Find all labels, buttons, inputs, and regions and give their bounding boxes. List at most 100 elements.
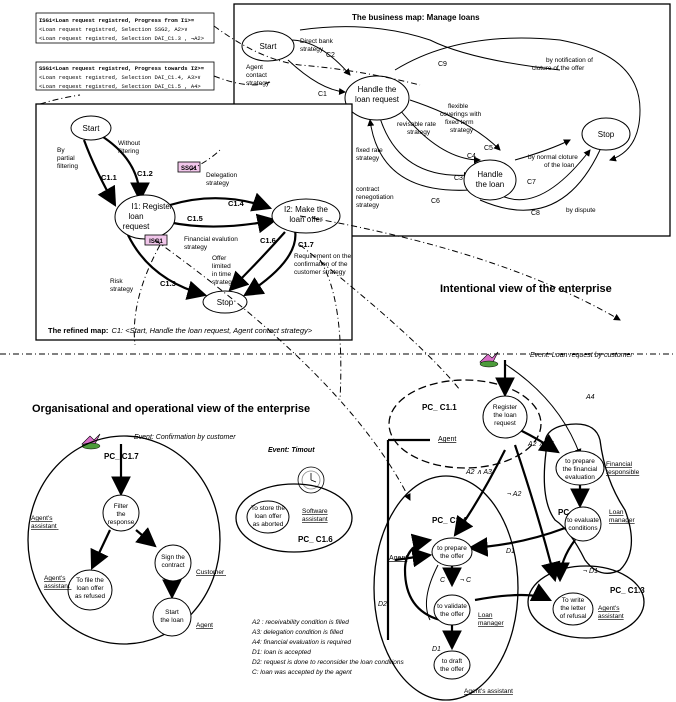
bm-handle-loan-node (463, 159, 517, 201)
rm-stop-label: Stop (217, 298, 234, 307)
rp-d1b: D1 (432, 646, 441, 653)
pc17-sign-node (154, 544, 192, 582)
ssg-box: SSG1<Loan request registred, Progress to… (35, 61, 215, 91)
rp-evaluate-node (564, 506, 602, 542)
rp-not-a2: ¬ A2 (507, 491, 521, 498)
connector-c16 (319, 259, 342, 401)
right-process: Event: Loan request by customer PC_ C1.1… (373, 351, 645, 701)
rp-pc13-title: PC_ C1.3 (610, 586, 645, 595)
rm-title: The refined map:C1: <Start, Handle the l… (48, 326, 313, 335)
isg-line-2: <Loan request registred, Selection SSG2,… (39, 26, 188, 33)
connector-c15 (299, 244, 461, 391)
rm-start-node (70, 115, 112, 141)
rm-stop-node (202, 290, 248, 314)
rm-section-labels: C1.1 C1.2 C1.3 C1.4 C1.5 C1.6 C1.7 (101, 169, 314, 288)
legend-d2: D2: request is done to reconsider the lo… (252, 659, 405, 666)
rp-event: Event: Loan request by customer (530, 352, 633, 359)
bm-section-labels: C2 C1 C9 C5 C4 C3 C7 C6 C8 (318, 52, 540, 217)
connector-i2 (299, 215, 621, 321)
rp-d2: D2 (378, 601, 387, 608)
connector-ssg (213, 75, 271, 86)
intentional-view-title: Intentional view of the enterprise (440, 283, 612, 295)
legend-a2: A2 : receivability condition is filled (251, 619, 349, 626)
rm-isg-tag-label: ISG1 (149, 239, 163, 245)
pc16-frame (235, 483, 353, 553)
rp-d1: D1 (506, 548, 515, 555)
rp-pc11-title: PC_ C1.1 (422, 403, 457, 412)
isg-line-1: ISG1<Loan request registred, Progress fr… (39, 17, 195, 24)
isg-box-frame (35, 12, 215, 44)
rp-register-node (482, 395, 528, 439)
condition-legend: A2 : receivability condition is filled A… (251, 619, 405, 676)
pc17-file-node (67, 569, 113, 611)
pc16-store-node (246, 500, 290, 534)
pc17-filter-node (102, 494, 140, 532)
pc17-start-loan-node (152, 597, 192, 637)
ssg-line-2: <Loan request registred, Selection DAI_C… (39, 74, 201, 81)
pc16-title: PC_ C1.6 (298, 535, 333, 544)
ssg-box-frame (35, 61, 215, 91)
legend-c: C: loan was accepted by the agent (252, 669, 353, 676)
pc14-frame (373, 475, 519, 701)
rp-c: C (440, 577, 446, 584)
connector-tag-ssg (189, 149, 221, 171)
connector-i1 (154, 239, 411, 501)
rp-write-refusal-node (552, 592, 594, 626)
rp-a2a4: A2 ∧ A4 (527, 441, 554, 448)
rp-agent-role: Agent (438, 436, 456, 443)
bm-start-node (241, 30, 295, 62)
rp-draft-node (433, 650, 471, 680)
pc17-frame (27, 435, 221, 645)
pc-c17: Event: Confirmation by customer PC_ C1.7… (27, 433, 236, 645)
phone-base-icon-2 (479, 360, 499, 368)
rp-a4: A4 (585, 394, 595, 401)
connector-isg (213, 25, 421, 86)
phone-base-icon (81, 442, 101, 450)
pc13-frame (527, 565, 645, 639)
rp-not-d1: ¬ D1 (583, 568, 598, 575)
connector-tag-isg (133, 244, 161, 346)
rm-ssg-tag (177, 161, 201, 173)
rp-prepare-offer-node (431, 537, 473, 567)
rm-start-label: Start (83, 124, 101, 133)
pc15-frame (543, 423, 633, 574)
pc16-event: Event: Timout (268, 447, 315, 454)
rp-agent2-role: Agent (389, 555, 407, 562)
ssg-line-3: <Loan request registred, Selection DAI_C… (39, 83, 201, 90)
ssg-line-1: SSG1<Loan request registred, Progress to… (39, 65, 205, 72)
legend-a3: A3: delegation condition is filled (251, 629, 343, 636)
pc11-frame (388, 379, 542, 469)
pc17-event: Event: Confirmation by customer (134, 434, 236, 441)
legend-d1: D1: loan is accepted (252, 649, 311, 656)
rp-not-c: ¬ C (460, 577, 472, 584)
business-map-title: The business map: Manage loans (352, 13, 480, 22)
legend-a4: A4: financial evaluation is required (251, 639, 351, 646)
isg-line-3: <Loan request registred, Selection DAI_C… (39, 35, 204, 42)
rm-isg-tag (144, 234, 168, 246)
rm-ssg-tag-label: SSG1 (181, 166, 198, 172)
rp-validate-node (433, 594, 471, 626)
organisational-view-title: Organisational and operational view of t… (32, 403, 310, 415)
rp-pc14-title: PC_ C1.4 (432, 516, 467, 525)
